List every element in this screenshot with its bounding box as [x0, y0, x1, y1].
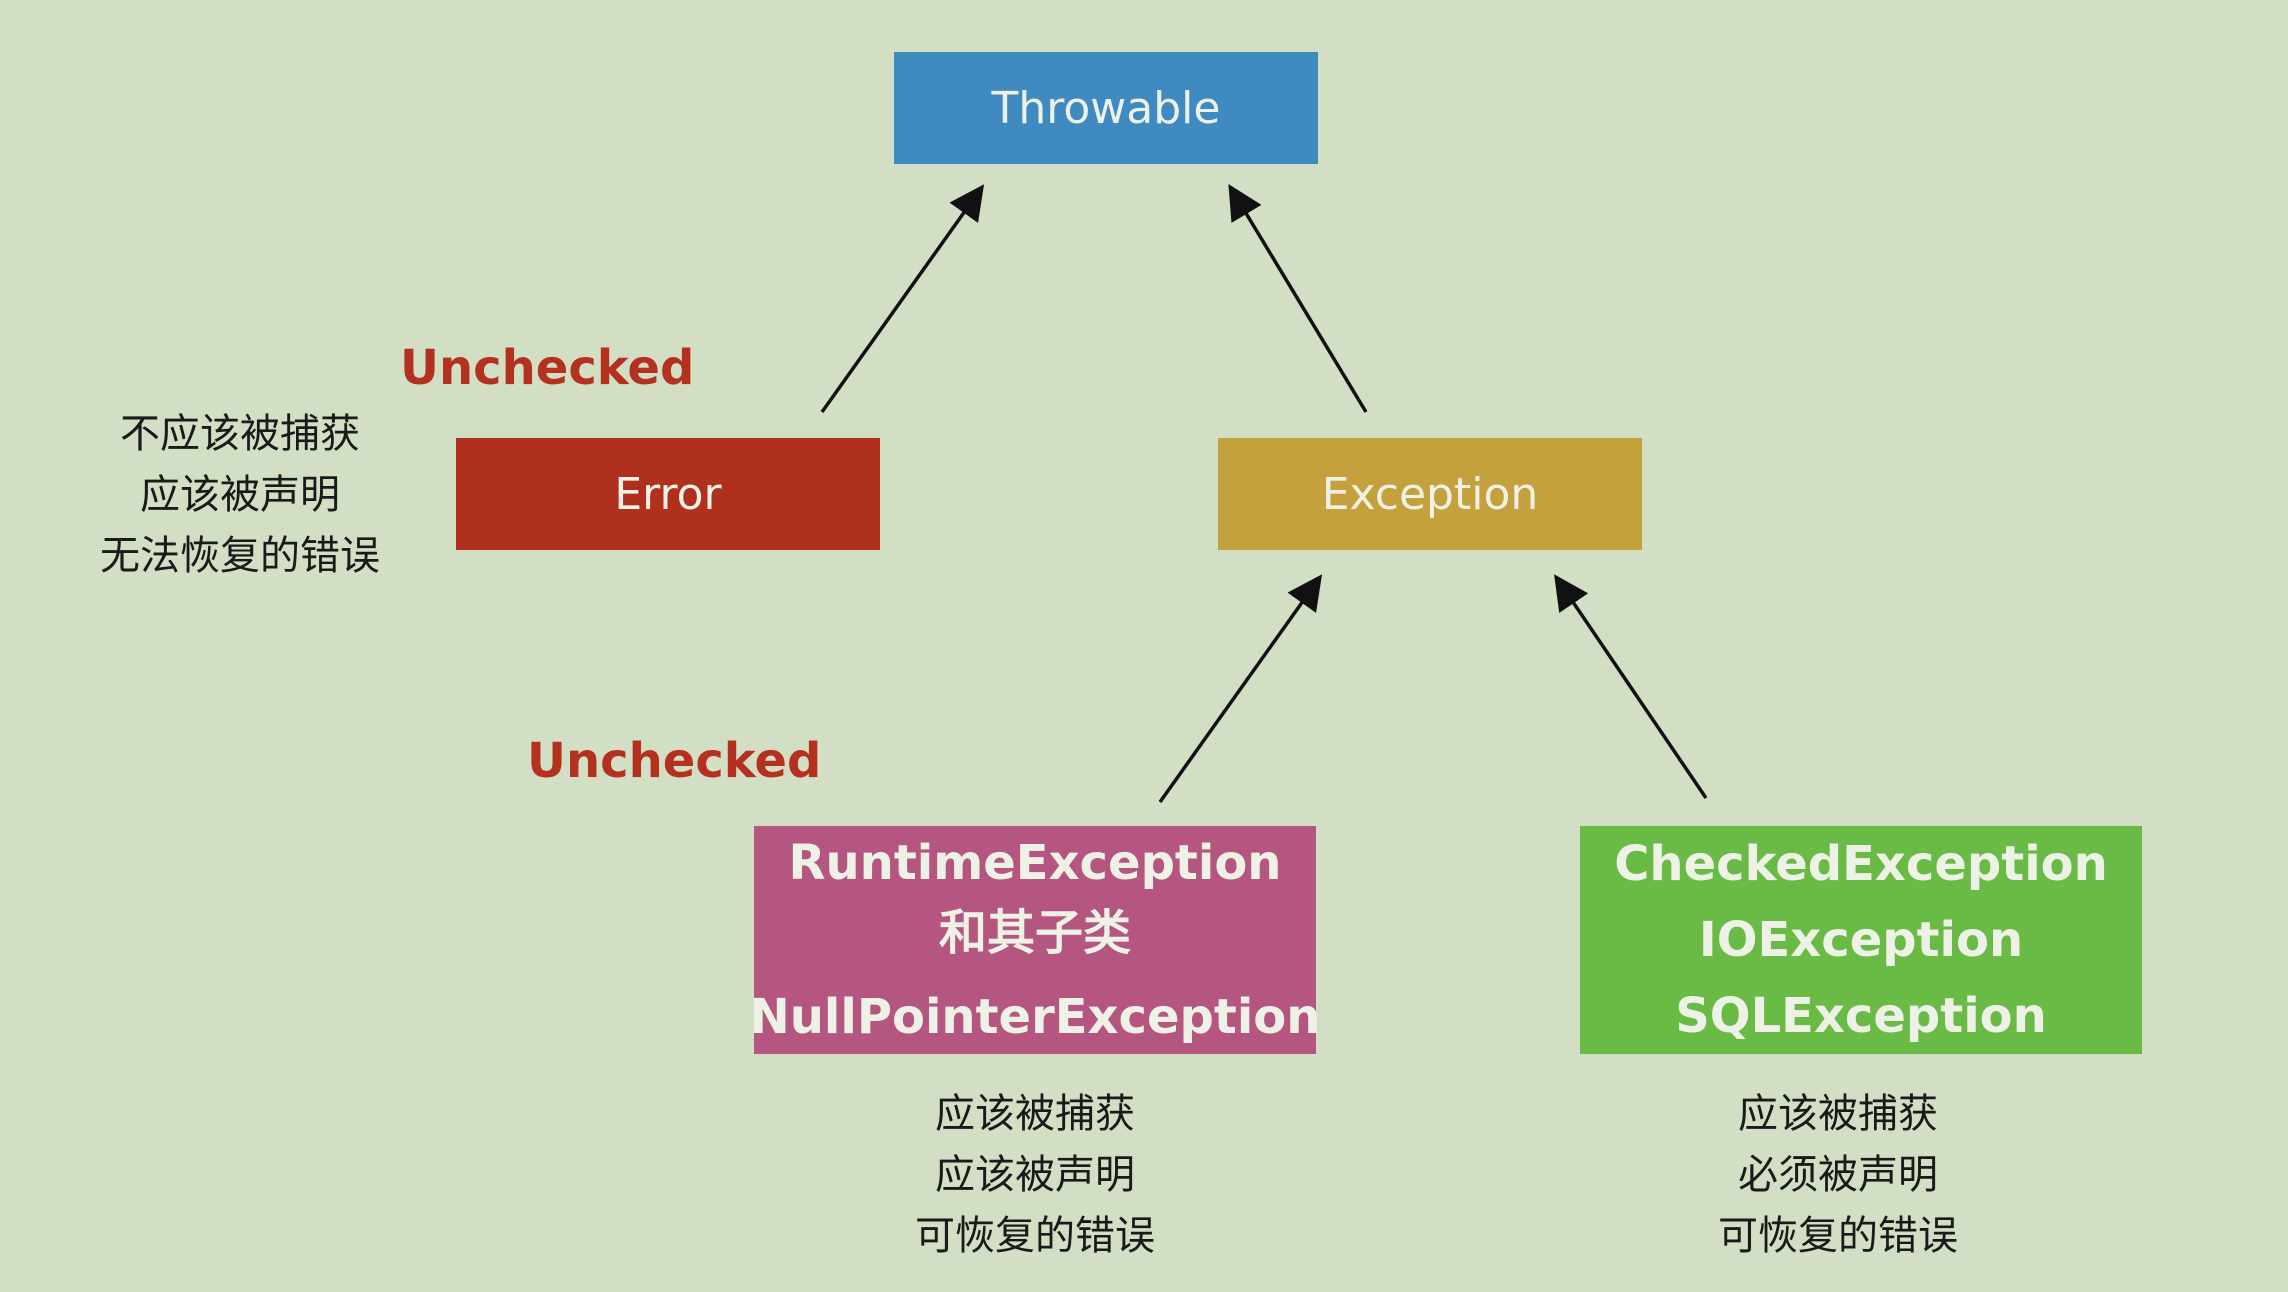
sql-exception-label: SQLException: [1675, 988, 2047, 1044]
checked-note-line: 应该被捕获: [1738, 1091, 1938, 1137]
runtime-exception-node: RuntimeException 和其子类 NullPointerExcepti…: [750, 826, 1320, 1054]
arrow-exception-to-throwable: [1228, 184, 1368, 413]
runtime-note-line: 应该被声明: [935, 1152, 1135, 1198]
checked-exception-label: CheckedException: [1614, 836, 2108, 892]
error-label: Error: [614, 468, 722, 520]
runtime-note-line: 可恢复的错误: [915, 1213, 1155, 1259]
checked-exception-node: CheckedException IOException SQLExceptio…: [1580, 826, 2142, 1054]
exception-node: Exception: [1218, 438, 1642, 550]
checked-notes: 应该被捕获 必须被声明 可恢复的错误: [1678, 1084, 1998, 1267]
unchecked-label-error: Unchecked: [400, 340, 695, 396]
arrow-checked-to-exception: [1554, 574, 1708, 799]
throwable-label: Throwable: [991, 82, 1221, 134]
runtime-exception-label: RuntimeException: [788, 835, 1282, 891]
error-note-line: 应该被声明: [140, 472, 340, 518]
error-node: Error: [456, 438, 880, 550]
throwable-node: Throwable: [894, 52, 1318, 164]
checked-note-line: 可恢复的错误: [1718, 1213, 1958, 1259]
arrow-runtime-to-exception: [1158, 574, 1323, 804]
error-note-line: 不应该被捕获: [120, 411, 360, 457]
unchecked-label-runtime: Unchecked: [527, 733, 822, 789]
error-notes: 不应该被捕获 应该被声明 无法恢复的错误: [80, 404, 400, 587]
runtime-notes: 应该被捕获 应该被声明 可恢复的错误: [875, 1084, 1195, 1267]
runtime-note-line: 应该被捕获: [935, 1091, 1135, 1137]
arrow-error-to-throwable: [820, 184, 985, 414]
exception-label: Exception: [1321, 468, 1539, 520]
runtime-subclasses-label: 和其子类: [938, 905, 1131, 961]
error-note-line: 无法恢复的错误: [100, 533, 380, 579]
io-exception-label: IOException: [1698, 912, 2024, 968]
checked-note-line: 必须被声明: [1738, 1152, 1938, 1198]
null-pointer-exception-label: NullPointerException: [749, 989, 1321, 1045]
